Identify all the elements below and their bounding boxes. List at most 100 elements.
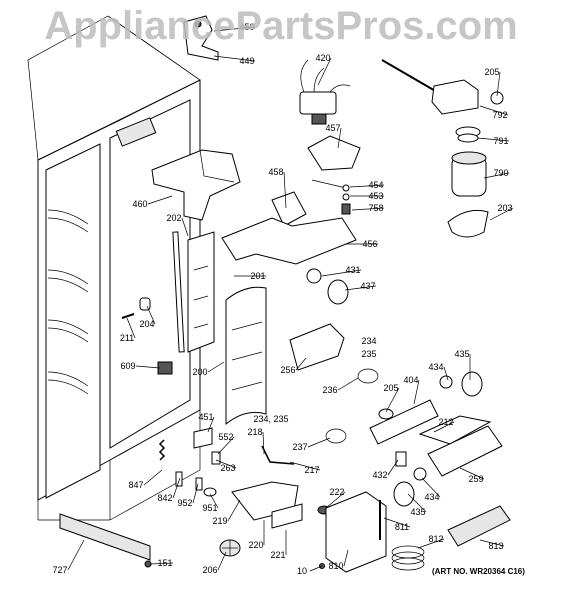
callout-c791: 791 <box>477 136 510 146</box>
leader-line <box>207 416 215 433</box>
part-847 <box>158 439 166 461</box>
callout-c450: 450 <box>213 22 256 32</box>
callout-c201: 201 <box>234 271 266 281</box>
part-number-label: 236 <box>322 385 337 395</box>
part-number-label: 218 <box>247 427 262 437</box>
part-552-263 <box>211 451 221 465</box>
callout-c10: 10 <box>297 565 323 576</box>
part-number-label: 205 <box>484 67 499 77</box>
watermark-text: AppliancePartsPros.com <box>44 4 518 48</box>
leader-line <box>351 207 385 211</box>
part-450-449 <box>183 15 219 61</box>
part-number-label: 813 <box>488 541 503 551</box>
part-number-label: 204 <box>139 319 154 329</box>
callout-c212: 212 <box>433 417 455 433</box>
leader-line <box>479 105 509 116</box>
callout-c434b: 434 <box>421 477 441 502</box>
callout-c811: 811 <box>383 517 411 532</box>
part-number-label: 449 <box>239 56 254 66</box>
leader-line <box>215 459 237 469</box>
part-number-label: 811 <box>395 522 409 532</box>
part-206 <box>219 539 241 557</box>
leader-line <box>309 565 323 572</box>
leader-line <box>343 549 349 567</box>
part-number-label: 217 <box>304 465 319 475</box>
callout-c203: 203 <box>489 203 514 221</box>
callout-c437: 437 <box>344 281 377 291</box>
part-number-label: 219 <box>212 516 227 526</box>
part-number-label: 453 <box>368 191 383 201</box>
callout-c234a: 234 <box>361 336 376 346</box>
leader-line <box>295 357 307 371</box>
callout-c454: 454 <box>349 180 385 190</box>
callout-c435a: 435 <box>454 349 471 380</box>
leader-line <box>489 207 514 221</box>
callout-c456: 456 <box>346 239 378 249</box>
part-218-217 <box>261 445 295 465</box>
part-number-label: 847 <box>128 480 143 490</box>
leader-line <box>459 467 485 480</box>
part-451 <box>193 427 213 449</box>
leader-line <box>192 483 199 504</box>
part-259 <box>427 425 503 477</box>
part-number-label: 263 <box>220 463 235 473</box>
part-number-label: 432 <box>372 470 387 480</box>
part-number-label: 420 <box>315 53 330 63</box>
part-number-label: 434 <box>428 362 443 372</box>
cabinet-liner <box>27 15 201 521</box>
part-number-label: 202 <box>166 213 181 223</box>
part-number-label: 10 <box>297 566 307 576</box>
part-number-label: 727 <box>52 565 67 575</box>
part-number-label: 203 <box>497 203 512 213</box>
art-number: (ART NO. WR20364 C16) <box>432 567 525 576</box>
part-791 <box>455 126 481 143</box>
part-number-label: 211 <box>120 333 134 343</box>
callout-c256: 256 <box>280 357 307 375</box>
leader-line <box>149 562 174 565</box>
part-number-label: 259 <box>468 474 483 484</box>
leader-line <box>67 539 85 571</box>
part-number-label: 812 <box>428 534 443 544</box>
part-256 <box>289 323 345 371</box>
part-454-453-758 <box>311 179 351 215</box>
callout-c790: 790 <box>483 168 510 179</box>
callout-c420: 420 <box>315 53 332 86</box>
leader-line <box>307 437 331 448</box>
leader-line <box>421 477 441 498</box>
part-number-label: 454 <box>368 180 383 190</box>
part-609 <box>157 361 173 375</box>
callout-c847: 847 <box>128 469 163 490</box>
leader-line <box>385 387 400 413</box>
leader-line <box>496 71 501 97</box>
part-952-951 <box>195 477 217 497</box>
leader-line <box>479 539 505 547</box>
callout-c952: 952 <box>177 483 199 508</box>
leader-line <box>181 217 189 237</box>
leader-line <box>289 461 321 471</box>
callout-c234b: 234, 235 <box>253 414 288 424</box>
part-221 <box>271 503 303 529</box>
callout-c220: 220 <box>248 520 265 550</box>
part-number-label: 450 <box>239 22 254 32</box>
callout-c151: 151 <box>149 558 174 568</box>
part-number-label: 431 <box>345 265 360 275</box>
callout-c435b: 435 <box>407 493 427 517</box>
part-number-label: 842 <box>157 493 172 503</box>
part-number-label: 235 <box>361 349 376 359</box>
callout-c810: 810 <box>328 549 349 571</box>
part-236 <box>357 368 379 384</box>
part-number-label: 458 <box>268 167 283 177</box>
callout-c211: 211 <box>120 317 136 343</box>
part-number-label: 234 <box>361 336 376 346</box>
part-420 <box>299 59 351 125</box>
callout-c206: 206 <box>202 551 227 575</box>
part-437 <box>327 279 349 305</box>
leader-line <box>135 365 161 369</box>
part-number-label: 792 <box>492 110 507 120</box>
part-number-label: 201 <box>250 271 265 281</box>
part-number-label: 200 <box>192 367 207 377</box>
part-201 <box>187 231 215 353</box>
part-456 <box>221 217 357 265</box>
leader-line <box>262 431 265 455</box>
